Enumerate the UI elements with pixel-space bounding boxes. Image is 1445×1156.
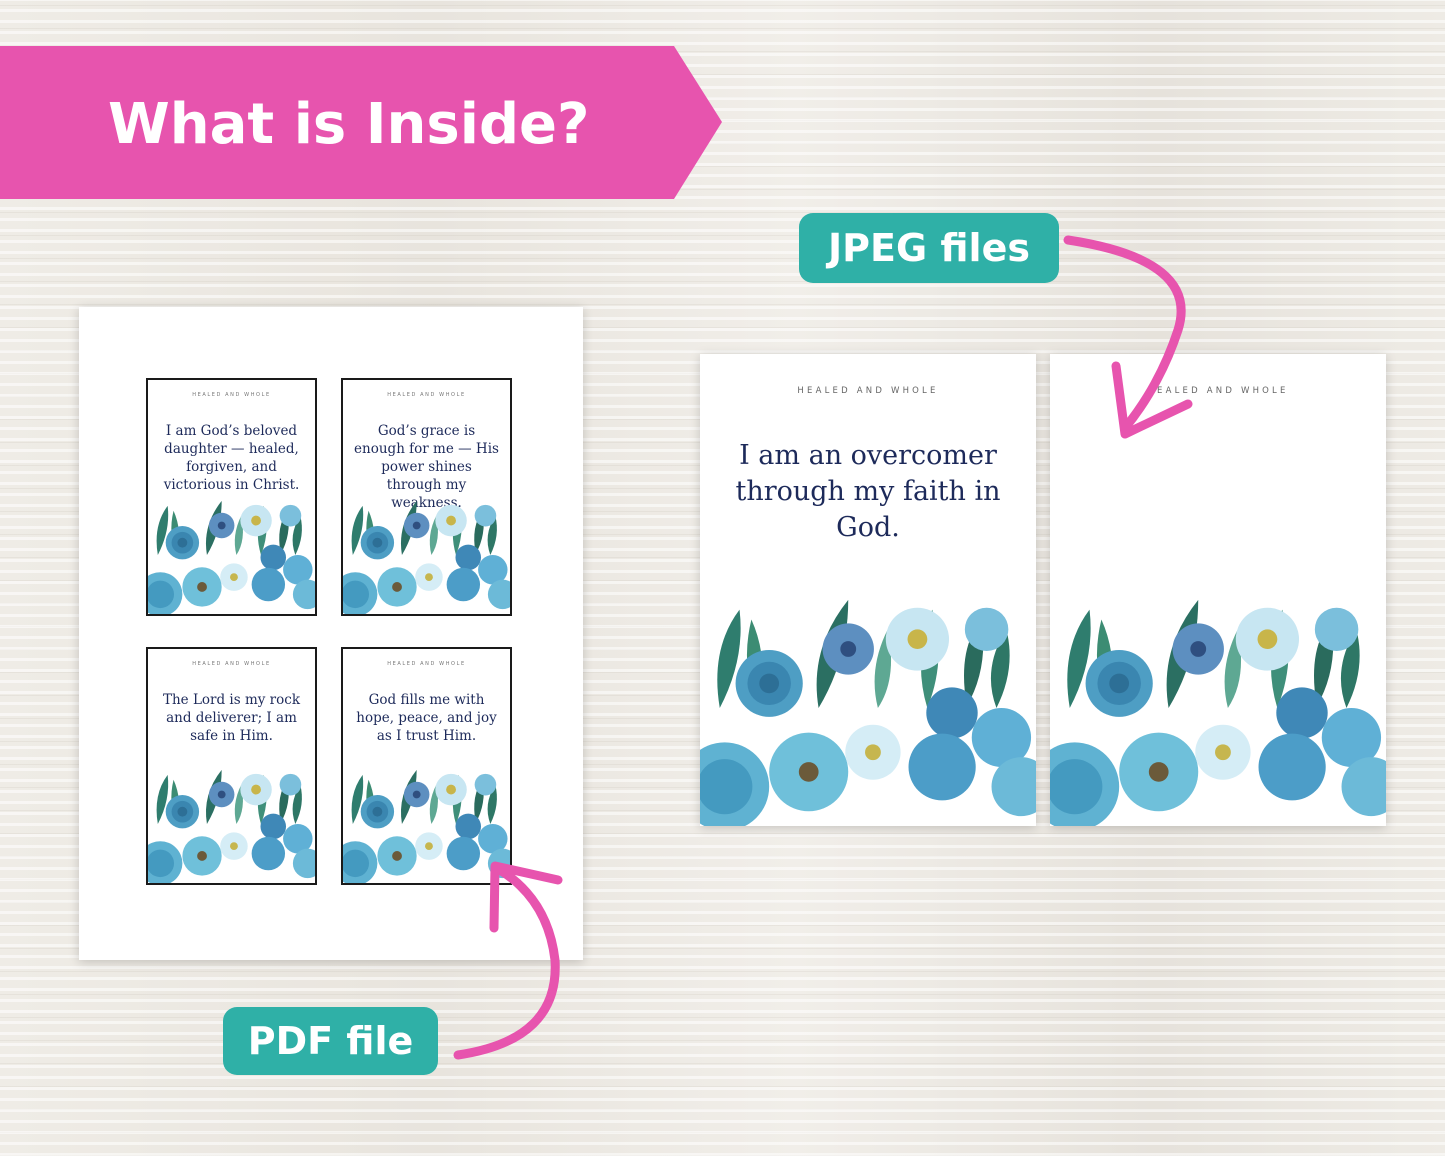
- card-brand: HEALED AND WHOLE: [387, 661, 466, 667]
- card-brand: HEALED AND WHOLE: [797, 386, 939, 396]
- card-brand: HEALED AND WHOLE: [387, 392, 466, 398]
- pdf-sheet-preview: HEALED AND WHOLE I am God’s beloved daug…: [79, 307, 583, 960]
- card-brand: HEALED AND WHOLE: [1147, 386, 1289, 396]
- pdf-card-1: HEALED AND WHOLE I am God’s beloved daug…: [146, 378, 317, 616]
- watercolor-blue-flowers-icon: [343, 769, 510, 883]
- jpeg-card-front: HEALED AND WHOLE I am an overcomer throu…: [700, 354, 1036, 826]
- title-banner: [0, 46, 722, 199]
- watercolor-blue-flowers-icon: [343, 500, 510, 614]
- card-brand: HEALED AND WHOLE: [192, 661, 271, 667]
- pdf-card-2: HEALED AND WHOLE God’s grace is enough f…: [341, 378, 512, 616]
- watercolor-blue-flowers-icon: [148, 769, 315, 883]
- pdf-card-4: HEALED AND WHOLE God fills me with hope,…: [341, 647, 512, 885]
- card-affirmation: God fills me with hope, peace, and joy a…: [356, 692, 497, 744]
- jpeg-card-blank: HEALED AND WHOLE: [1050, 354, 1386, 826]
- pdf-file-label: PDF file: [223, 1007, 438, 1075]
- card-affirmation: I am an overcomer through my faith in Go…: [735, 440, 1001, 543]
- card-brand: HEALED AND WHOLE: [192, 392, 271, 398]
- watercolor-blue-flowers-icon: [148, 500, 315, 614]
- watercolor-blue-flowers-icon: [700, 599, 1036, 826]
- card-affirmation: I am God’s beloved daughter — healed, fo…: [163, 423, 300, 493]
- pdf-card-3: HEALED AND WHOLE The Lord is my rock and…: [146, 647, 317, 885]
- banner-title: What is Inside?: [108, 92, 590, 157]
- jpeg-files-label: JPEG files: [799, 213, 1059, 283]
- card-affirmation: The Lord is my rock and deliverer; I am …: [162, 692, 301, 744]
- watercolor-blue-flowers-icon: [1050, 599, 1386, 826]
